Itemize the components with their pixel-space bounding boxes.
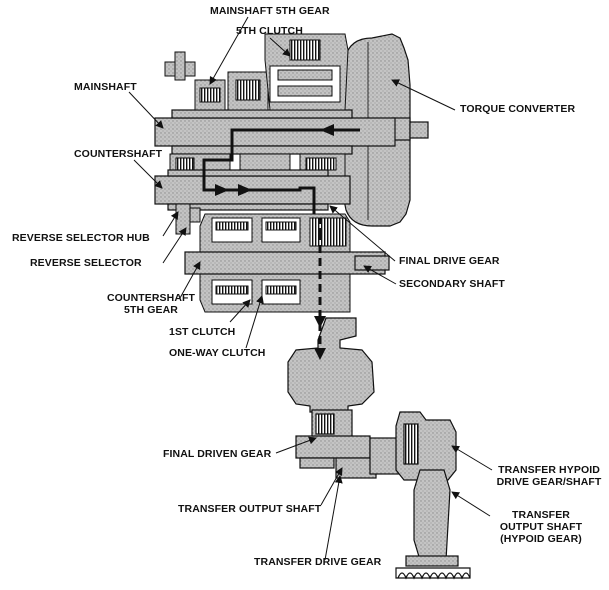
label-torque-converter: TORQUE CONVERTER (460, 103, 576, 115)
label-transfer-output-line1: TRANSFER (512, 509, 570, 521)
label-transfer-drive-gear: TRANSFER DRIVE GEAR (254, 556, 382, 568)
label-countershaft-5th-gear-line1: COUNTERSHAFT (106, 292, 196, 304)
mainshaft-5th-gear-assembly (164, 51, 269, 111)
label-reverse-selector: REVERSE SELECTOR (30, 257, 142, 269)
secondary-shaft (184, 251, 390, 275)
mainshaft (154, 109, 396, 155)
label-countershaft-5th-gear: COUNTERSHAFT 5TH GEAR (104, 292, 198, 316)
label-transfer-hypoid-line2: DRIVE GEAR/SHAFT (496, 476, 602, 488)
transfer-hypoid-drive-gear (395, 411, 457, 481)
differential-housing (287, 317, 375, 413)
transfer-output-hypoid-gear (395, 469, 471, 580)
label-5th-clutch: 5TH CLUTCH (236, 25, 303, 37)
label-transfer-output-line2: OUTPUT SHAFT (499, 521, 583, 533)
label-countershaft: COUNTERSHAFT (74, 148, 163, 160)
5th-clutch-assembly (264, 33, 349, 111)
reverse-selector (175, 203, 201, 235)
label-transfer-output-line3: (HYPOID GEAR) (500, 533, 582, 545)
label-countershaft-5th-gear-line2: 5TH GEAR (124, 304, 178, 316)
flow-arrows (215, 124, 334, 360)
label-transfer-hypoid-drive-gear-shaft: TRANSFER HYPOID DRIVE GEAR/SHAFT (496, 464, 602, 488)
leader-lines (128, 16, 493, 561)
label-mainshaft: MAINSHAFT (74, 81, 137, 93)
power-flow-path (202, 128, 360, 354)
label-transfer-hypoid-line1: TRANSFER HYPOID (498, 464, 600, 476)
label-reverse-selector-hub: REVERSE SELECTOR HUB (12, 232, 150, 244)
label-transfer-output-shaft-hypoid-gear: TRANSFER OUTPUT SHAFT (HYPOID GEAR) (494, 509, 588, 545)
label-final-driven-gear: FINAL DRIVEN GEAR (163, 448, 272, 460)
label-transfer-output-shaft: TRANSFER OUTPUT SHAFT (178, 503, 322, 515)
label-1st-clutch: 1ST CLUTCH (169, 326, 236, 338)
label-mainshaft-5th-gear: MAINSHAFT 5TH GEAR (210, 5, 330, 17)
label-one-way-clutch: ONE-WAY CLUTCH (169, 347, 266, 359)
label-secondary-shaft: SECONDARY SHAFT (399, 278, 505, 290)
label-final-drive-gear: FINAL DRIVE GEAR (399, 255, 500, 267)
